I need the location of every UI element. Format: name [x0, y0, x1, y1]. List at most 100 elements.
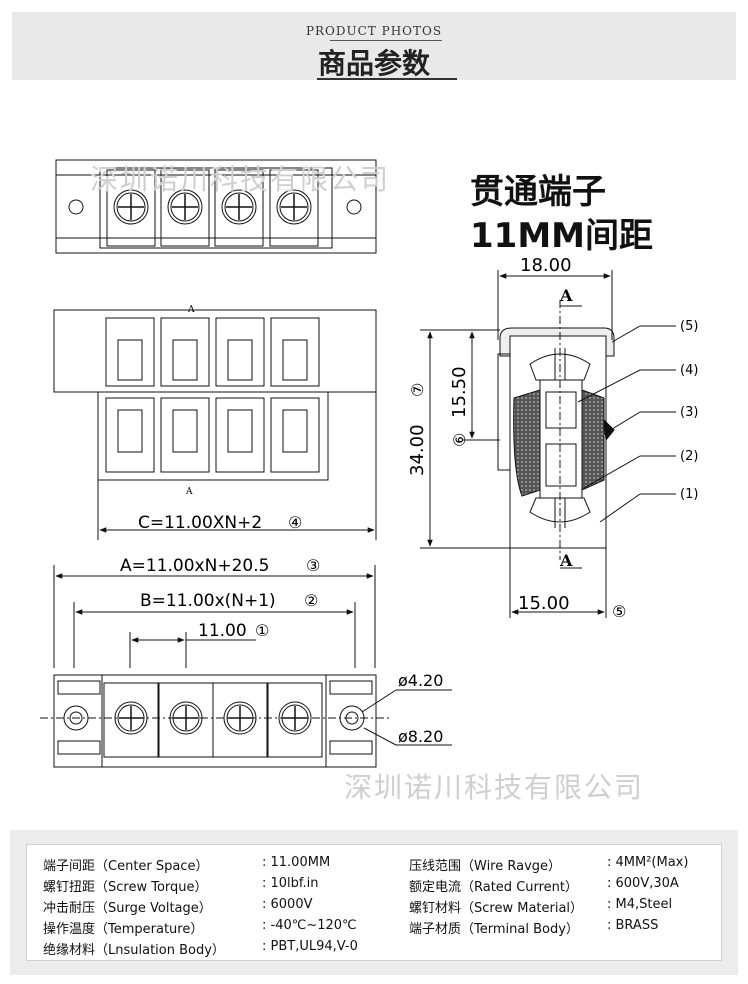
hole-small-label: ø4.20 [398, 671, 443, 690]
spec-right-2-value: : M4,Steel [607, 897, 673, 912]
spec-left-3-value: : -40℃~120℃ [262, 918, 357, 933]
top-cell [269, 169, 319, 247]
screw-icon [221, 189, 257, 225]
screw-icon [114, 701, 148, 735]
front-cell-lower [105, 397, 155, 473]
callout-leaders [577, 325, 676, 523]
dimension-a [53, 565, 376, 668]
hole-large-label: ø8.20 [398, 727, 443, 746]
screw-icon [276, 189, 312, 225]
bottom-cell [103, 682, 159, 758]
front-clamp-lower [172, 409, 198, 453]
spec-left-0-label: 端子间距（Center Space） [43, 859, 209, 874]
watermark-top: 深圳诺川科技有限公司 [90, 163, 391, 196]
front-clamp-upper [117, 339, 143, 381]
front-cell-lower [270, 397, 320, 473]
top-cell [160, 169, 210, 247]
spec-left-2-label: 冲击耐压（Surge Voltage） [43, 901, 212, 916]
spec-left-0-value: : 11.00MM [262, 855, 331, 870]
top-view-screws [106, 169, 319, 247]
dim-width-bottom: 15.00 [518, 593, 570, 614]
dimension-b [73, 602, 356, 668]
spec-left-4-label: 绝缘材料（Lnsulation Body） [43, 943, 225, 958]
callout-label-0: (5) [680, 319, 698, 334]
front-cell-upper [215, 317, 265, 387]
spec-right-1-label: 额定电流（Rated Current） [409, 880, 579, 895]
front-view-cells [105, 317, 320, 473]
circled-1: ① [255, 621, 269, 640]
section-mark-bottom: A [185, 487, 193, 497]
spec-left-2-value: : 6000V [262, 897, 313, 912]
section-a-top: A [559, 286, 573, 305]
dimension-b-label: B=11.00x(N+1) [140, 591, 276, 611]
spec-right-2-label: 螺钉材料（Screw Material） [409, 901, 584, 916]
spec-left-1-label: 螺钉扭距（Screw Torque） [43, 880, 208, 895]
watermark-bottom: 深圳诺川科技有限公司 [344, 771, 645, 804]
bottom-view [40, 674, 390, 768]
product-title-line2: 11MM间距 [470, 216, 653, 256]
screw-icon [223, 701, 257, 735]
callout-labels: (5) (4) (3) (2) (1) [680, 319, 698, 502]
top-cell [106, 169, 156, 247]
spec-right-3-value: : BRASS [607, 918, 659, 933]
front-clamp-upper [282, 339, 308, 381]
circled-5: ⑤ [612, 602, 626, 621]
spec-right-0-value: : 4MM²(Max) [607, 855, 689, 870]
dimension-pitch [129, 632, 256, 668]
bottom-view-screws [103, 682, 323, 758]
circled-2: ② [304, 591, 318, 610]
front-cell-lower [160, 397, 210, 473]
section-a-bottom: A [559, 551, 573, 570]
product-title: 贯通端子 11MM间距 [470, 170, 653, 258]
screw-icon [278, 701, 312, 735]
front-cell-upper [105, 317, 155, 387]
dim-height-inner: 15.50 [449, 366, 470, 418]
front-clamp-lower [117, 409, 143, 453]
spec-left-1-value: : 10lbf.in [262, 876, 319, 891]
dimension-a-label: A=11.00xN+20.5 [120, 556, 269, 576]
screw-icon [113, 189, 149, 225]
spec-right-3-label: 端子材质（Terminal Body） [409, 922, 579, 937]
callout-label-1: (4) [680, 363, 698, 378]
spec-right-1-value: : 600V,30A [607, 876, 679, 891]
dimension-c [97, 392, 377, 540]
callout-label-4: (1) [680, 487, 698, 502]
front-clamp-lower [282, 409, 308, 453]
header-title: 商品参数 [317, 47, 430, 80]
section-mark-top: A [187, 305, 195, 315]
dimension-pitch-label: 11.00 [198, 621, 247, 641]
front-cell-lower [215, 397, 265, 473]
top-view [55, 159, 377, 254]
product-title-line1: 贯通端子 [470, 172, 606, 212]
spec-left-3-label: 操作温度（Temperature） [43, 922, 204, 937]
front-view [53, 309, 377, 481]
dimension-c-label: C=11.00XN+2 [138, 513, 262, 533]
front-clamp-upper [227, 339, 253, 381]
spec-left-4-value: : PBT,UL94,V-0 [262, 939, 358, 954]
front-cell-upper [270, 317, 320, 387]
hole-leaders [361, 689, 452, 746]
spec-right-0-label: 压线范围（Wire Ravge） [409, 859, 562, 874]
bottom-cell [267, 682, 323, 758]
screw-icon [169, 701, 203, 735]
specs-panel: 端子间距（Center Space） : 11.00MM 螺钉扭距（Screw … [10, 830, 738, 975]
circled-3: ③ [306, 556, 320, 575]
cross-section [497, 300, 615, 569]
circled-7: ⑦ [408, 383, 427, 397]
header-underline [317, 78, 457, 80]
circled-4: ④ [288, 513, 302, 532]
front-clamp-lower [227, 409, 253, 453]
header-subtitle: PRODUCT PHOTOS [305, 24, 443, 38]
dim-height-total: 34.00 [407, 424, 428, 476]
top-cell [214, 169, 264, 247]
cross-dims [420, 270, 613, 618]
circled-6: ⑥ [450, 433, 469, 447]
front-cell-upper [160, 317, 210, 387]
callout-label-2: (3) [680, 405, 698, 420]
callout-label-3: (2) [680, 449, 698, 464]
screw-icon [167, 189, 203, 225]
header-banner: PRODUCT PHOTOS 商品参数 [12, 12, 736, 80]
header-rule [330, 40, 442, 41]
front-clamp-upper [172, 339, 198, 381]
